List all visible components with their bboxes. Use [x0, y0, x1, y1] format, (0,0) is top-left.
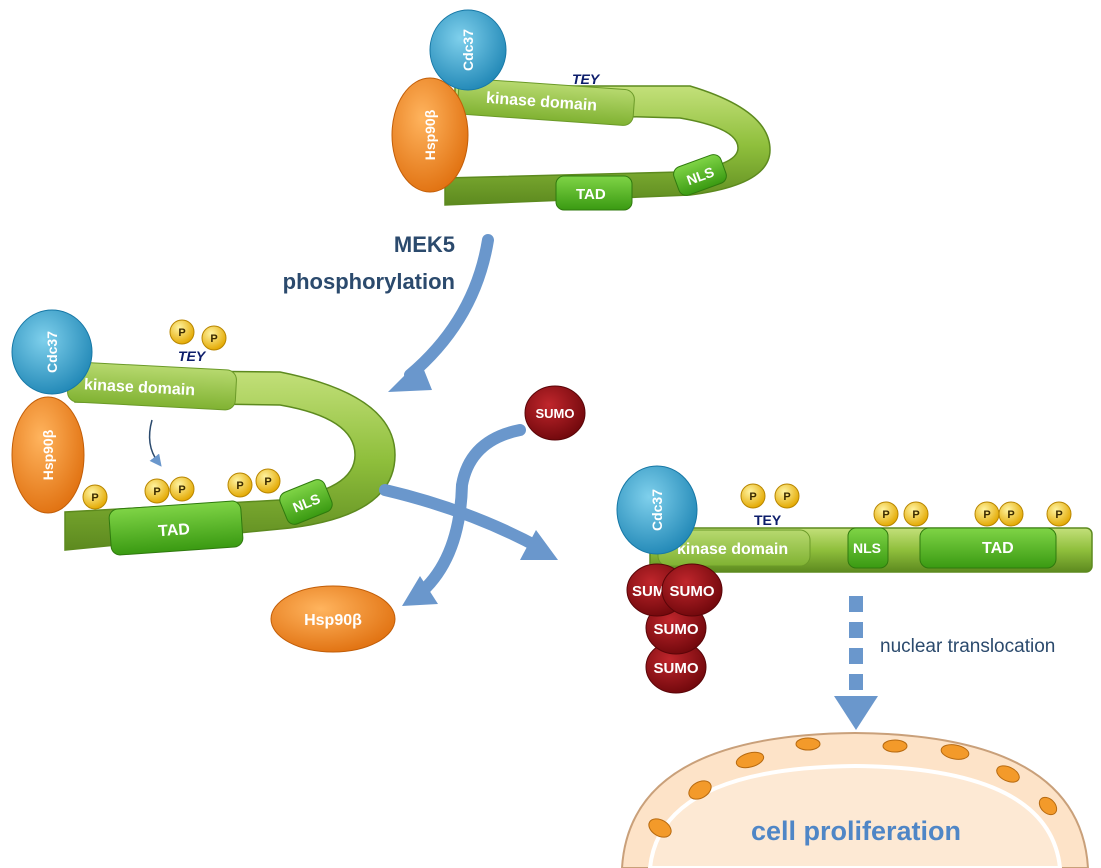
svg-text:P: P	[912, 509, 919, 521]
autophosphorylation-arrow	[148, 419, 162, 467]
tey-label: TEY	[572, 71, 601, 87]
cdc37-top	[429, 9, 507, 91]
svg-text:P: P	[178, 484, 185, 496]
phospho-site	[201, 325, 227, 351]
released-hsp90b	[270, 585, 396, 653]
exchange-arrows	[379, 424, 558, 606]
kinase-domain-label-right: kinase domain	[677, 541, 788, 558]
phospho-site	[903, 501, 929, 527]
sumo-chain: SUMO SUMO SUM SUMO	[626, 563, 723, 694]
cdc37-mid	[11, 309, 93, 395]
nuclear-translocation-label: nuclear translocation	[880, 636, 1055, 657]
nuclear-envelope-inner	[647, 763, 1063, 868]
svg-text:SUMO: SUMO	[670, 583, 715, 600]
nls-label-right: NLS	[853, 540, 881, 556]
mek5-arrow	[404, 234, 494, 381]
svg-text:P: P	[749, 491, 756, 503]
released-hsp90b-label: Hsp90β	[304, 612, 362, 629]
tad-domain-right	[919, 527, 1057, 569]
svg-text:P: P	[983, 509, 990, 521]
nls-domain-right	[847, 527, 889, 569]
tey-label-mid: TEY	[178, 348, 207, 364]
svg-text:P: P	[178, 327, 185, 339]
svg-text:SUM: SUM	[632, 583, 665, 600]
kinase-domain-label-mid: kinase domain	[84, 376, 196, 399]
phospho-site	[82, 484, 108, 510]
nuclear-translocation-arrow	[834, 596, 878, 730]
cdc37-label: Cdc37	[460, 29, 476, 71]
phospho-site	[740, 483, 766, 509]
cdc37-label-right: Cdc37	[649, 489, 665, 531]
active-erk5-complex: kinase domain TEY NLS TAD Cdc37 SUMO SUM…	[616, 465, 1093, 694]
sumo-in-arrow	[379, 484, 546, 554]
nls-domain-top	[673, 154, 727, 196]
phospho-site	[998, 501, 1024, 527]
phospho-site	[169, 476, 195, 502]
hsp90-out-arrow	[412, 424, 526, 601]
svg-text:P: P	[210, 333, 217, 345]
phosphorylation-label: phosphorylation	[283, 269, 455, 294]
cell-proliferation-label: cell proliferation	[751, 816, 961, 846]
tad-label-mid: TAD	[158, 521, 191, 540]
phospho-site	[873, 501, 899, 527]
tad-domain-top	[555, 175, 633, 211]
hsp90b-label: Hsp90β	[422, 109, 438, 160]
cdc37-right	[616, 465, 698, 555]
phosphorylated-erk5-complex: kinase domain TEY TAD NLS Hsp90β Cdc37 P…	[11, 309, 396, 556]
hsp90-out-arrowhead	[402, 576, 438, 606]
mek5-arrowhead	[388, 360, 432, 392]
phospho-site	[144, 478, 170, 504]
svg-text:SUMO: SUMO	[654, 660, 699, 677]
hsp90b-top	[391, 77, 469, 193]
phospho-site	[227, 472, 253, 498]
nuclear-pores	[648, 737, 1058, 838]
hsp90b-label-mid: Hsp90β	[40, 429, 56, 480]
free-sumo	[524, 385, 586, 441]
svg-text:P: P	[264, 476, 271, 488]
svg-text:P: P	[236, 480, 243, 492]
sumo-bead	[661, 563, 723, 617]
mek5-label: MEK5	[394, 232, 455, 257]
svg-text:P: P	[882, 509, 889, 521]
sumo-in-arrowhead	[520, 530, 558, 560]
tad-label: TAD	[576, 186, 606, 203]
phospho-site	[774, 483, 800, 509]
hsp90b-mid	[11, 396, 85, 514]
phospho-site	[169, 319, 195, 345]
svg-text:P: P	[1007, 509, 1014, 521]
tad-label-right: TAD	[982, 540, 1014, 557]
phospho-group-right: P P P P P P P	[740, 483, 1072, 527]
svg-text:P: P	[153, 486, 160, 498]
svg-text:P: P	[783, 491, 790, 503]
free-sumo-label: SUMO	[536, 406, 575, 421]
svg-text:P: P	[91, 492, 98, 504]
nucleus	[620, 731, 1090, 868]
cdc37-label-mid: Cdc37	[44, 331, 60, 373]
svg-text:P: P	[1055, 509, 1062, 521]
nls-domain-mid	[279, 479, 333, 525]
phospho-site	[1046, 501, 1072, 527]
tad-domain-mid	[108, 500, 244, 556]
tey-label-right: TEY	[754, 512, 782, 528]
svg-text:SUMO: SUMO	[654, 621, 699, 638]
phospho-group-mid: P P P P P P P	[82, 319, 281, 510]
inactive-erk5-complex: kinase domain TEY TAD NLS Hsp90β Cdc37	[391, 9, 771, 211]
phospho-site	[255, 468, 281, 494]
